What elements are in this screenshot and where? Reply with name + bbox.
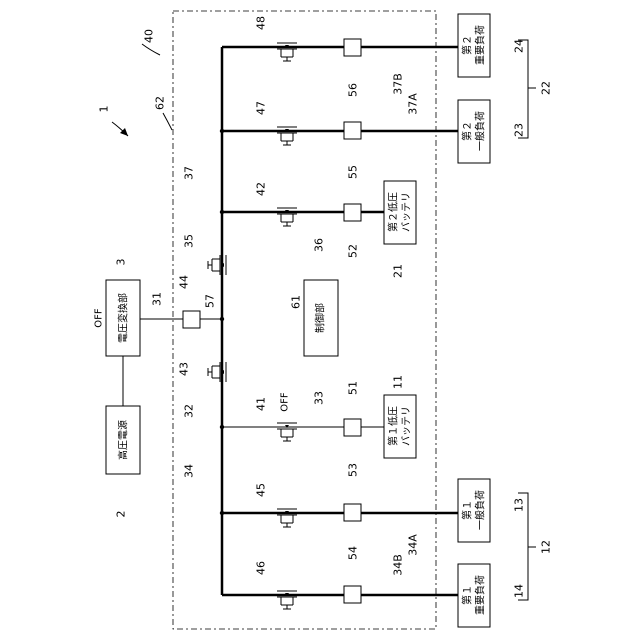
sensor-52 [344,204,361,221]
ref-52: 52 [347,244,360,258]
switch-44 [208,255,226,275]
junction-dot [220,317,224,321]
battery2-label-line2: バッテリ [401,192,413,232]
ref-34a: 34A [407,534,420,556]
ref-22: 22 [540,81,553,95]
sensor-51 [344,419,361,436]
ref-31: 31 [151,292,164,306]
ref-37a: 37A [407,93,420,115]
battery1-label-line1: 第１低圧 [387,406,400,446]
control-unit-label: 制御部 [314,303,327,333]
load14-label-line2: 重要負荷 [474,575,487,615]
converter-off-label: OFF [94,308,105,328]
ref-36: 36 [313,238,326,252]
ref-53: 53 [347,463,360,477]
load24-label-line1: 第２ [461,35,474,55]
ref-42: 42 [255,182,268,196]
ref-34: 34 [183,464,196,478]
sensor-53 [344,504,361,521]
battery1-label-line2: バッテリ [401,406,413,446]
switch-47 [277,127,297,145]
ref-13: 13 [513,498,526,512]
load24-label-line2: 重要負荷 [474,25,487,65]
ref-34b: 34B [392,554,405,576]
switch-45 [277,509,297,527]
ref-21: 21 [392,264,405,278]
ref-48: 48 [255,16,268,30]
switch-48 [277,43,297,61]
ref-37: 37 [183,166,196,180]
voltage-converter-label: 電圧変換部 [117,293,130,343]
ref-23: 23 [513,123,526,137]
ref-43: 43 [178,362,191,376]
load23-label-line2: 一般負荷 [474,111,487,151]
ref-41: 41 [255,397,268,411]
ref-44: 44 [178,275,191,289]
switch-46 [277,591,297,609]
ref-46: 46 [255,561,268,575]
ref-61: 61 [290,295,303,309]
high-voltage-source-label: 高圧電源 [117,420,130,460]
ref-56: 56 [347,83,360,97]
load14-label-line1: 第１ [461,585,474,605]
ref-55: 55 [347,165,360,179]
leader-62 [163,113,172,130]
ref-57: 57 [204,294,217,308]
ref-47: 47 [255,101,268,115]
ref-32: 32 [183,404,196,418]
switch-42 [277,208,297,226]
ref-40: 40 [143,29,156,43]
switch-43 [208,362,226,382]
junction-dot [220,425,224,429]
sensor-54 [344,586,361,603]
sensor-56 [344,39,361,56]
ref-37b: 37B [392,73,405,95]
ref-3: 3 [115,259,128,266]
junction-dot [220,210,224,214]
switch41-off-label: OFF [280,392,291,412]
current-sensor-57 [183,311,200,328]
battery2-label-line1: 第２低圧 [387,192,400,232]
ref-33: 33 [313,391,326,405]
leader-40 [142,44,160,55]
ref-2: 2 [115,511,128,518]
load13-label-line2: 一般負荷 [474,490,487,530]
sensor-55 [344,122,361,139]
junction-dot [220,129,224,133]
load23-label-line1: 第２ [461,121,474,141]
ref-54: 54 [347,546,360,560]
ref-14: 14 [513,584,526,598]
switch-41 [277,423,297,441]
ref-24: 24 [513,39,526,53]
ref-35: 35 [183,234,196,248]
junction-dot [220,511,224,515]
ref-62: 62 [154,96,167,110]
load13-label-line1: 第１ [461,500,474,520]
ref-1: 1 [98,106,111,113]
ref-45: 45 [255,483,268,497]
ref-51: 51 [347,381,360,395]
ref-11: 11 [392,375,405,389]
ref-12: 12 [540,540,553,554]
